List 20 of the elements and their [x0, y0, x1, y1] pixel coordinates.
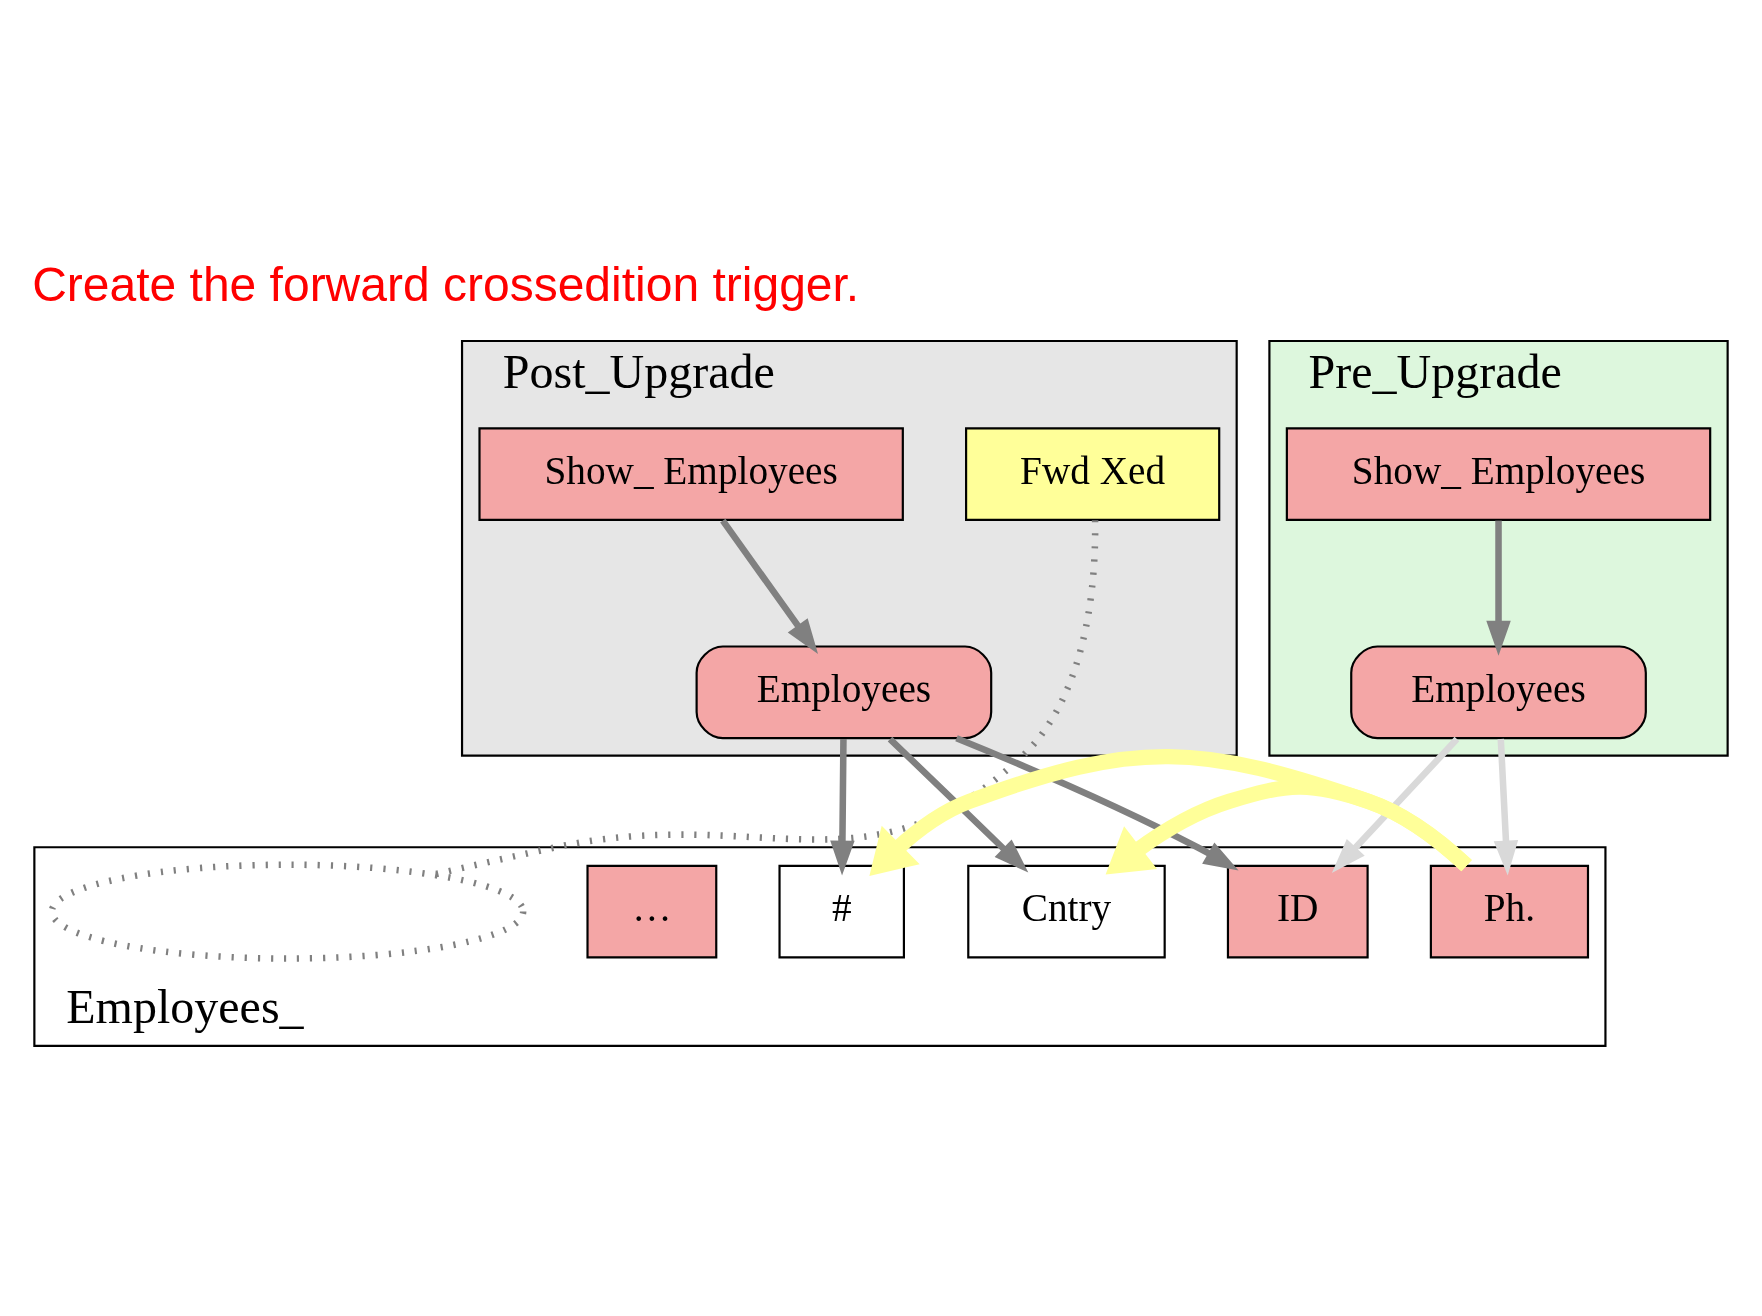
- node-box: Employees: [1350, 644, 1647, 739]
- arrow: [887, 736, 1029, 873]
- arrow: [830, 738, 855, 876]
- node-box: …: [586, 864, 718, 959]
- diagram-title: Create the forward crossedition trigger.: [32, 257, 860, 311]
- arrow: [720, 518, 819, 654]
- arrow: [1486, 520, 1511, 656]
- node-box: ID: [1226, 864, 1369, 959]
- arrow: [1493, 738, 1519, 876]
- node-box: Ph.: [1429, 864, 1590, 959]
- arrow: [955, 734, 1239, 871]
- node-box: Show_ Employees: [1285, 426, 1712, 521]
- node-box: #: [778, 864, 905, 959]
- node-ellipse: [48, 860, 527, 962]
- node-box: Employees: [695, 644, 993, 739]
- node-box: Fwd Xed: [965, 426, 1221, 521]
- node-box: Cntry: [967, 864, 1166, 959]
- arrow: [869, 748, 1472, 876]
- node-box: Show_ Employees: [478, 426, 904, 521]
- arrow: [1331, 736, 1460, 873]
